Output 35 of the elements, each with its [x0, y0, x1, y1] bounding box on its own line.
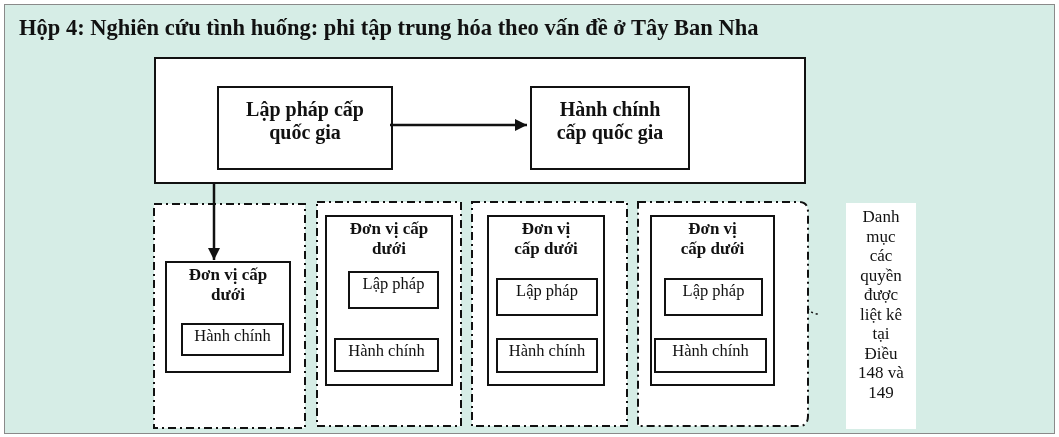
text-box: [334, 338, 439, 372]
text-box: [654, 338, 767, 373]
note-box: [846, 203, 916, 429]
text-box: [496, 338, 598, 373]
box-label: Lập pháp: [361, 275, 426, 294]
box-label: Lập pháp: [515, 282, 579, 301]
text-box: [165, 261, 291, 373]
box-label: Hành chính: [193, 327, 272, 346]
box-label: Hành chính: [347, 342, 426, 361]
group-frame: [471, 201, 628, 427]
panel-box: [154, 57, 806, 184]
box-label: Hành chính cấp quốc gia: [555, 98, 665, 144]
text-box: [487, 215, 605, 386]
box-heading: Đơn vị cấp dưới: [513, 219, 579, 259]
text-box: [530, 86, 690, 170]
note-text: Danh mục các quyền được liệt kê tại Điều 148 và 149: [857, 207, 905, 403]
group-frame: [316, 201, 462, 427]
box-heading: Đơn vị cấp dưới: [187, 265, 269, 305]
box-heading: Đơn vị cấp dưới: [679, 219, 746, 259]
text-box: [348, 271, 439, 309]
group-frame: [153, 203, 306, 429]
text-box: [650, 215, 775, 386]
arrow: [390, 118, 527, 132]
box-label: Lập pháp: [681, 282, 746, 301]
arrow: [207, 183, 221, 260]
text-box: [217, 86, 393, 170]
text-box: [325, 215, 453, 386]
box-title: Hộp 4: Nghiên cứu tình huống: phi tập trung hóa theo vấn đề ở Tây Ban Nha: [19, 15, 759, 41]
text-box: [496, 278, 598, 316]
box-label: Hành chính: [671, 342, 750, 361]
box-label: Hành chính: [507, 342, 587, 361]
box-label: Lập pháp cấp quốc gia: [245, 98, 365, 144]
text-box: [664, 278, 763, 316]
box-heading: Đơn vị cấp dưới: [349, 219, 429, 259]
text-box: [181, 323, 284, 356]
